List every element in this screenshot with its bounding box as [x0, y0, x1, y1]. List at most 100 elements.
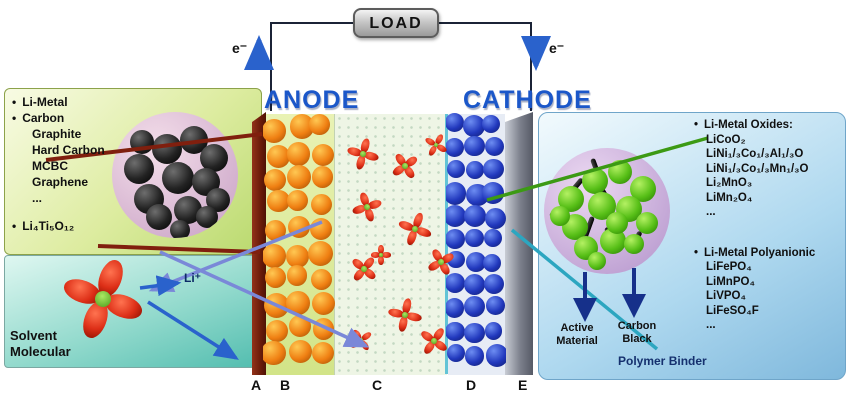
blue-particle: [446, 322, 465, 342]
list-item: LiNi₁/₃Co₁/₃Mn₁/₃O: [694, 162, 844, 177]
black-particle: [162, 162, 194, 194]
orange-particle: [311, 292, 335, 315]
orange-particle: [308, 240, 334, 266]
blue-particle: [483, 158, 504, 179]
orange-particle: [266, 144, 291, 168]
blue-particle: [446, 182, 467, 205]
list-item: LiCoO₂: [694, 133, 844, 148]
orange-particle: [288, 340, 312, 364]
blue-particle: [446, 204, 466, 227]
orange-particle: [286, 189, 308, 211]
blue-particle: [446, 343, 465, 362]
list-item-label: Graphite: [32, 127, 82, 141]
solvent-petal: [378, 255, 384, 265]
orange-particle: [311, 268, 333, 290]
ion-center: [379, 253, 383, 257]
orange-particle: [311, 143, 335, 167]
green-particle: [608, 160, 632, 184]
cathode-zoom-circle: [544, 148, 670, 274]
blue-particle: [464, 136, 485, 157]
blue-particle: [464, 345, 485, 366]
blue-particle: [446, 273, 465, 294]
blue-particle: [485, 296, 505, 315]
orange-particle: [312, 166, 334, 188]
list-item-label: Hard Carbon: [32, 143, 105, 157]
green-particle: [582, 168, 608, 194]
list-item-label: LiFePO₄: [706, 261, 752, 273]
list-item-label: Li₄Ti₅O₁₂: [22, 219, 75, 233]
list-item-label: Li-Metal: [22, 95, 68, 109]
cathode-particle-cluster: [446, 112, 506, 376]
active-material-line1: Active: [560, 322, 594, 334]
orange-particle: [286, 291, 310, 316]
list-item: MCBC: [12, 158, 172, 174]
list-item: LiNi₁/₃Co₁/₃Al₁/₃O: [694, 147, 844, 162]
solvent-petal: [371, 252, 381, 258]
orange-particle: [286, 142, 311, 166]
orange-particle: [263, 169, 287, 192]
list-item-label: MCBC: [32, 159, 68, 173]
green-particle: [624, 234, 644, 254]
layer-label-b: B: [280, 377, 291, 393]
orange-particle: [287, 216, 310, 239]
cathode-current-collector: [505, 112, 533, 375]
green-particle: [606, 212, 628, 234]
list-item: ...: [694, 205, 844, 220]
solvent-petal: [378, 245, 384, 255]
list-item: •Li-Metal: [12, 94, 172, 110]
blue-particle: [465, 161, 484, 179]
list-item-label: Graphene: [32, 175, 89, 189]
blue-particle: [446, 113, 465, 133]
list-item: Li₂MnO₃: [694, 176, 844, 191]
list-item: Hard Carbon: [12, 142, 172, 158]
list-item: LiFeSO₄F: [694, 304, 844, 319]
list-item-label: Li-Metal Oxides:: [704, 119, 793, 131]
list-item: •Li-Metal Oxides:: [694, 118, 844, 133]
black-particle: [170, 220, 190, 238]
li-ion-label: Li⁺: [184, 271, 201, 285]
blue-particle: [464, 274, 486, 296]
list-item-label: LiNi₁/₃Co₁/₃Al₁/₃O: [706, 148, 804, 160]
blue-particle: [465, 251, 487, 272]
orange-particle: [263, 340, 286, 366]
orange-particle: [286, 164, 312, 189]
list-item: [12, 206, 172, 218]
list-item-label: ...: [706, 206, 716, 218]
active-material-label: Active Material: [545, 322, 609, 348]
list-item: Graphite: [12, 126, 172, 142]
carbon-black-line2: Black: [622, 333, 652, 345]
bullet-icon: •: [12, 219, 17, 233]
blue-particle: [482, 182, 504, 204]
layer-label-c: C: [372, 377, 383, 393]
list-item-label: ...: [706, 319, 716, 331]
orange-particle: [311, 341, 334, 364]
active-material-line2: Material: [556, 335, 598, 347]
orange-particle: [312, 318, 335, 340]
list-item: LiMn₂O₄: [694, 191, 844, 206]
blue-particle: [484, 322, 503, 341]
blue-particle: [446, 138, 464, 157]
bullet-icon: •: [694, 246, 699, 259]
carbon-black-line1: Carbon: [617, 320, 657, 332]
solvent-molecule: [385, 295, 425, 335]
blue-particle: [464, 322, 485, 344]
list-item: •Carbon: [12, 110, 172, 126]
list-item: ...: [694, 318, 844, 333]
list-item-label: LiFeSO₄F: [706, 304, 759, 317]
blue-particle: [482, 114, 501, 133]
list-item-label: Li-Metal Polyanionic: [704, 246, 816, 259]
load-label: LOAD: [353, 8, 439, 38]
orange-particle: [310, 218, 333, 241]
layer-label-d: D: [466, 377, 477, 393]
list-item-label: LiNi₁/₃Co₁/₃Mn₁/₃O: [706, 162, 809, 175]
orange-particle: [263, 119, 286, 144]
anode-title: ANODE: [264, 86, 360, 114]
electron-label-right: e⁻: [549, 40, 565, 56]
blue-particle: [484, 228, 503, 247]
list-item-label: LiVPO₄: [706, 290, 746, 302]
blue-particle: [484, 273, 505, 294]
layer-label-e: E: [518, 377, 528, 393]
orange-particle: [286, 265, 308, 286]
list-item: [694, 220, 844, 246]
